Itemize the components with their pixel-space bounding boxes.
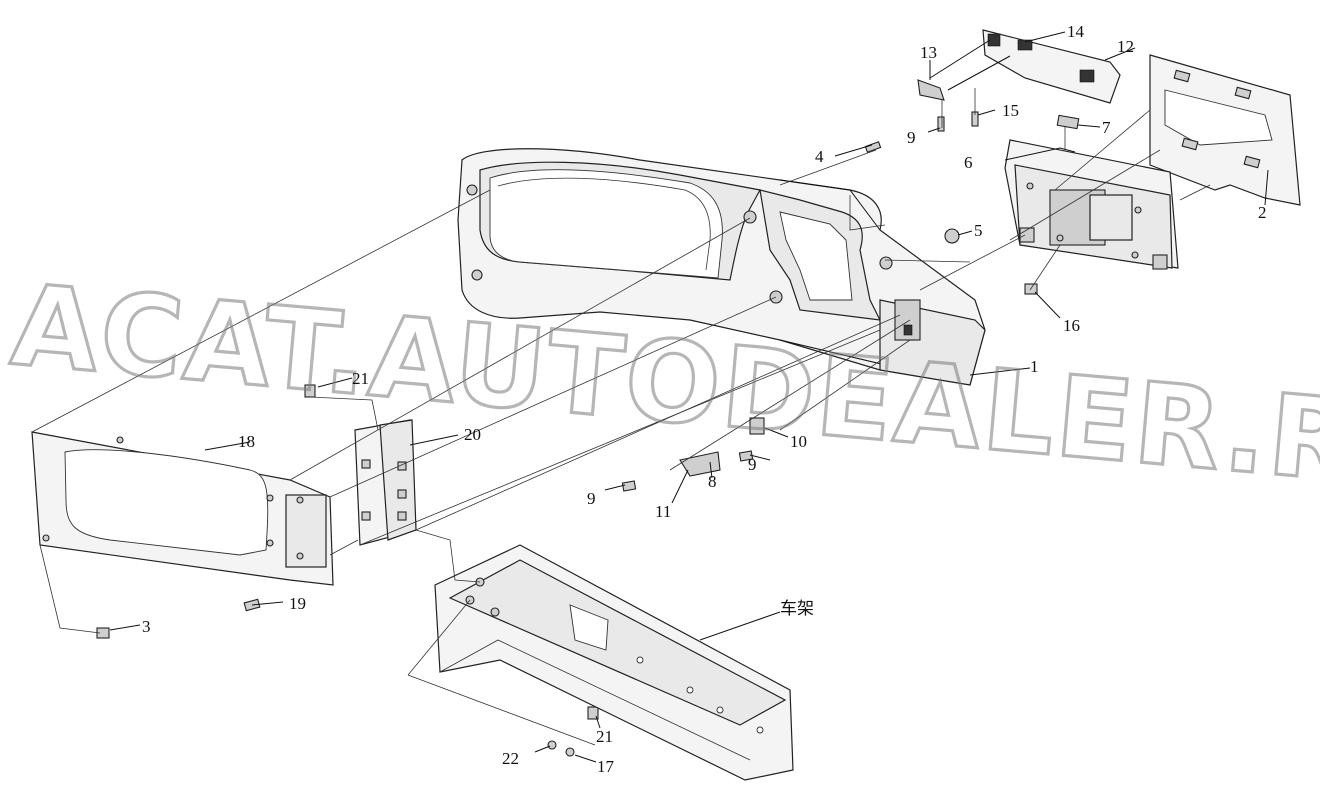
callout-19: 19 bbox=[289, 594, 306, 613]
callout-18: 18 bbox=[238, 432, 255, 451]
callout-7: 7 bbox=[1102, 118, 1111, 137]
assembly-lines bbox=[31, 88, 1211, 746]
callout-8: 8 bbox=[708, 472, 717, 491]
callout-labels: 1 2 3 4 5 6 7 8 9 9 9 10 11 12 13 14 15 … bbox=[142, 22, 1267, 776]
callout-5: 5 bbox=[974, 221, 983, 240]
callout-22: 22 bbox=[502, 749, 519, 768]
callout-6: 6 bbox=[964, 153, 973, 172]
callout-14: 14 bbox=[1067, 22, 1085, 41]
callout-16: 16 bbox=[1063, 316, 1080, 335]
callout-20: 20 bbox=[464, 425, 481, 444]
callout-13: 13 bbox=[920, 43, 937, 62]
callout-15: 15 bbox=[1002, 101, 1019, 120]
side-plate-part-18 bbox=[31, 431, 334, 586]
callout-9-left: 9 bbox=[587, 489, 596, 508]
rear-panel-part-2 bbox=[1149, 54, 1301, 206]
callout-11: 11 bbox=[655, 502, 671, 521]
callout-4: 4 bbox=[815, 147, 824, 166]
bumper-housing-part-1 bbox=[457, 148, 986, 386]
callout-17: 17 bbox=[597, 757, 615, 776]
callout-1: 1 bbox=[1030, 357, 1039, 376]
fasteners bbox=[96, 79, 1080, 757]
callout-frame: 车架 bbox=[780, 599, 814, 618]
plate-part-6 bbox=[1004, 139, 1179, 270]
bracket-part-20 bbox=[354, 419, 417, 546]
callout-21-top: 21 bbox=[352, 369, 369, 388]
callout-10: 10 bbox=[790, 432, 807, 451]
callout-2: 2 bbox=[1258, 203, 1267, 222]
callout-21-bottom: 21 bbox=[596, 727, 613, 746]
callout-9-top: 9 bbox=[907, 128, 916, 147]
callout-3: 3 bbox=[142, 617, 151, 636]
callout-lines bbox=[109, 31, 1269, 763]
frame-rail bbox=[434, 544, 794, 781]
lamp-bracket-part-12 bbox=[929, 29, 1121, 104]
callout-12: 12 bbox=[1117, 37, 1134, 56]
callout-9-right: 9 bbox=[748, 455, 757, 474]
